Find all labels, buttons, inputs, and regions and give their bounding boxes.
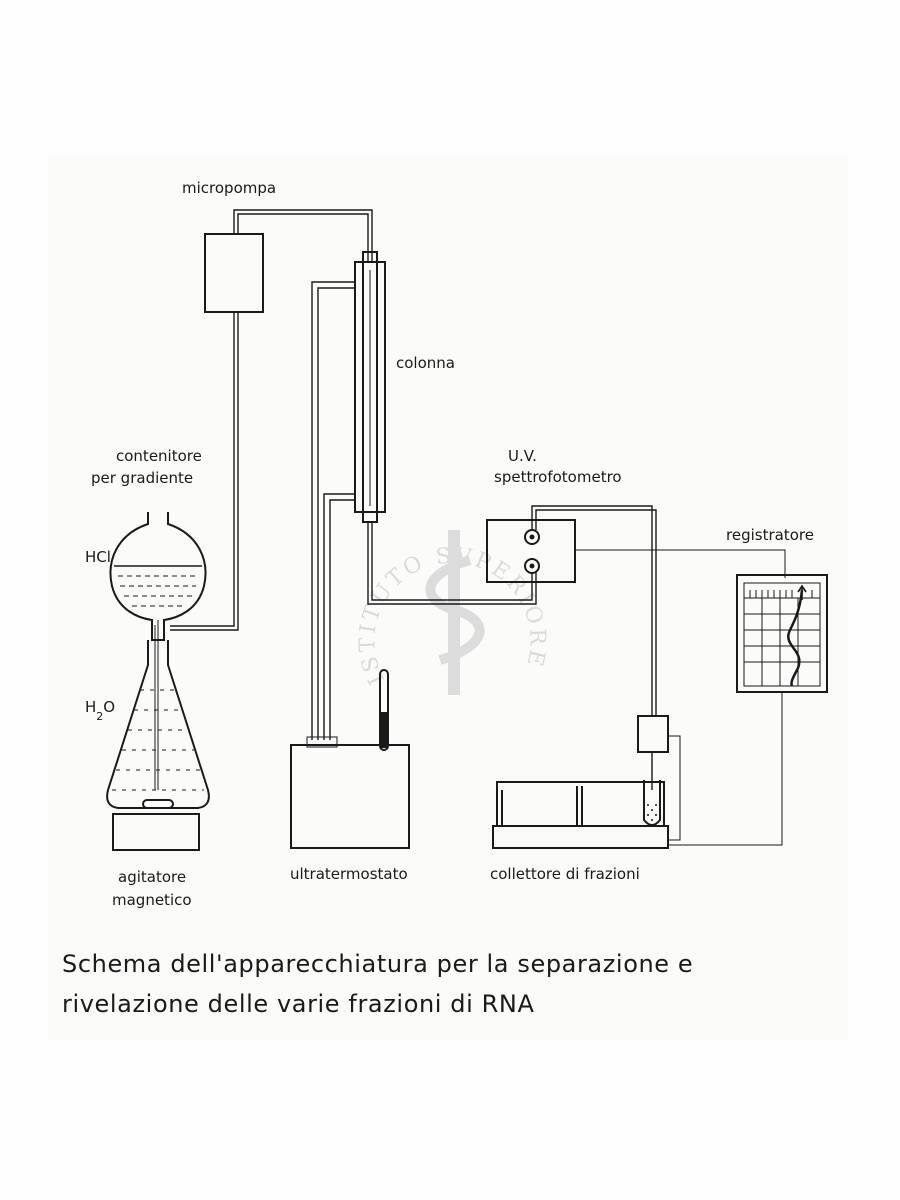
tube-pump-to-column (233, 209, 373, 262)
label-ultratermostato: ultratermostato (290, 865, 408, 883)
label-uv: U.V. (508, 447, 537, 465)
erlenmeyer-flask (106, 620, 210, 809)
recorder (668, 574, 828, 846)
label-contenitore-2: per gradiente (91, 469, 193, 487)
label-collettore: collettore di frazioni (490, 865, 640, 883)
magnetic-stirrer (112, 813, 200, 851)
label-micropompa: micropompa (182, 179, 276, 197)
ultrathermostat (290, 669, 410, 849)
label-contenitore-1: contenitore (116, 447, 202, 465)
micropump (204, 233, 264, 313)
fraction-collector (492, 715, 681, 849)
watermark-seal: ISTITUTO SVPERIORE DI SANITÀ (0, 0, 550, 695)
column (311, 251, 537, 740)
label-h2o: H2O (85, 698, 115, 723)
spectrophotometer (486, 505, 786, 716)
label-registratore: registratore (726, 526, 814, 544)
caption-line-1: Schema dell'apparecchiatura per la separ… (62, 950, 694, 978)
caption-line-2: rivelazione delle varie frazioni di RNA (62, 990, 535, 1018)
label-hcl: HCl (85, 548, 111, 566)
label-magnetico: magnetico (112, 891, 192, 909)
svg-text:ISTITUTO SVPERIORE DI SANITÀ: ISTITUTO SVPERIORE DI SANITÀ (0, 0, 550, 688)
label-spettrofotometro: spettrofotometro (494, 468, 622, 486)
label-agitatore: agitatore (118, 868, 186, 886)
tube-pump-to-flask (170, 312, 235, 627)
label-colonna: colonna (396, 354, 455, 372)
